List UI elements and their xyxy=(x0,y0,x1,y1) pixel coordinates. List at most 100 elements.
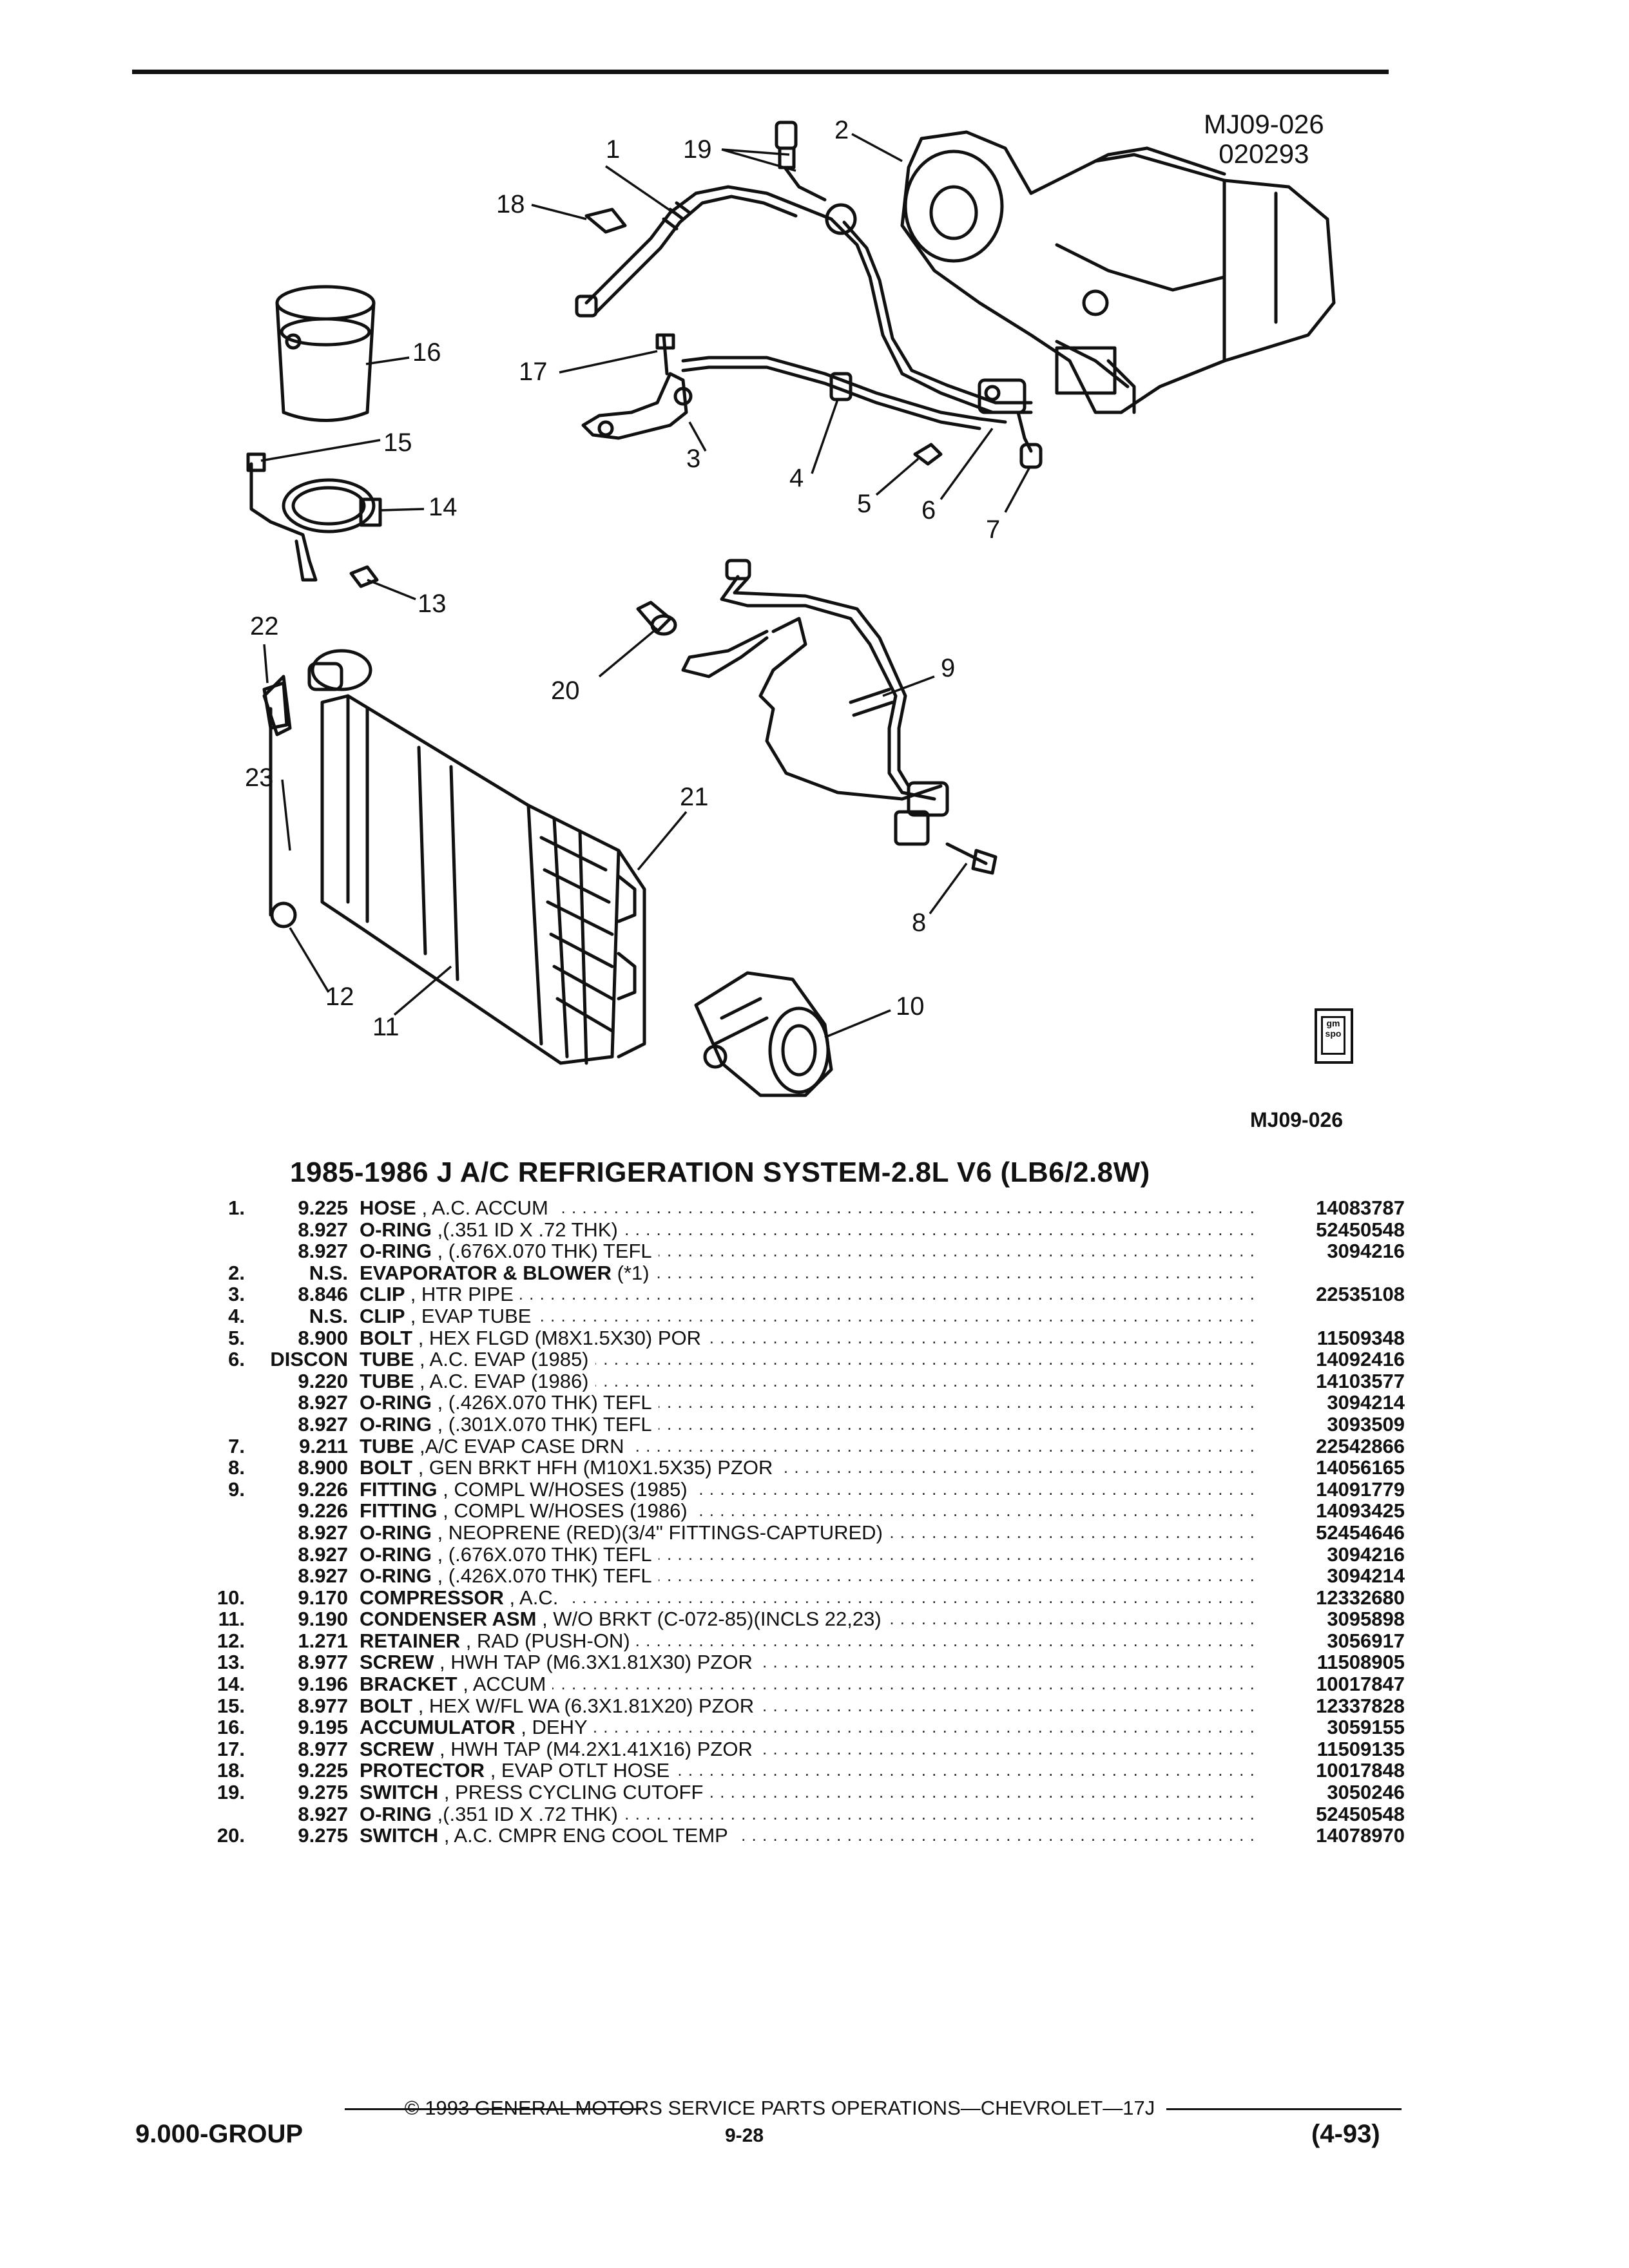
part-name: COMPRESSOR xyxy=(360,1586,504,1609)
hose-accum-drawing xyxy=(575,185,857,318)
part-detail: , COMPL W/HOSES (1985) xyxy=(443,1478,688,1501)
item-number: 7. xyxy=(228,1434,245,1457)
group-number: N.S. xyxy=(309,1304,348,1327)
part-number: 3059155 xyxy=(1327,1716,1405,1739)
item-number: 6. xyxy=(228,1348,245,1371)
fitting-hoses-drawing xyxy=(681,559,949,846)
part-number: 14093425 xyxy=(1316,1499,1405,1523)
pressure-switch-drawing xyxy=(775,120,827,202)
part-number: 14091779 xyxy=(1316,1477,1405,1501)
part-number: 14056165 xyxy=(1316,1456,1405,1479)
part-description: CLIP , EVAP TUBE xyxy=(360,1305,1254,1327)
part-detail: , A.C. CMPR ENG COOL TEMP xyxy=(443,1825,728,1847)
part-description: TUBE , A.C. EVAP (1986) xyxy=(360,1370,1254,1392)
condenser-drawing xyxy=(262,649,646,1065)
part-number: 3094214 xyxy=(1327,1391,1405,1414)
part-name: O-RING xyxy=(360,1392,432,1414)
part-detail: ,A/C EVAP CASE DRN xyxy=(419,1435,624,1457)
part-description: TUBE , A.C. EVAP (1985) xyxy=(360,1349,1254,1370)
footer-rule-right xyxy=(1166,2108,1402,2110)
part-description: TUBE ,A/C EVAP CASE DRN xyxy=(360,1435,1254,1457)
part-description: BRACKET , ACCUM xyxy=(360,1673,1254,1695)
part-detail: , PRESS CYCLING CUTOFF xyxy=(443,1782,704,1803)
callout-9: 9 xyxy=(941,654,955,682)
item-number: 8. xyxy=(228,1456,245,1479)
figure-ref-code: MJ09-026 xyxy=(1204,109,1324,139)
group-number: 8.927 xyxy=(298,1391,348,1414)
part-detail: , HEX FLGD (M8X1.5X30) POR xyxy=(418,1327,702,1349)
part-description: O-RING , (.301X.070 THK) TEFL xyxy=(360,1413,1254,1436)
part-number xyxy=(1254,1305,1405,1327)
group-number: 8.927 xyxy=(298,1542,348,1566)
part-number: 12332680 xyxy=(1316,1586,1405,1609)
part-name: BOLT xyxy=(360,1457,413,1479)
part-number: 14092416 xyxy=(1316,1348,1405,1371)
group-number: 8.846 xyxy=(298,1283,348,1306)
table-row: 6. DISCON TUBE , A.C. EVAP (1985) 14092416 xyxy=(180,1349,1405,1370)
callout-6: 6 xyxy=(921,496,936,524)
part-description: BOLT , GEN BRKT HFH (M10X1.5X35) PZOR xyxy=(360,1457,1254,1479)
item-number: 13. xyxy=(217,1651,245,1674)
part-number: 3094216 xyxy=(1327,1240,1405,1263)
part-detail: , EVAP OTLT HOSE xyxy=(490,1760,670,1782)
group-number: DISCON xyxy=(270,1348,348,1371)
footer-rule-left xyxy=(345,2108,641,2110)
part-name: ACCUMULATOR xyxy=(360,1716,516,1738)
group-number: 9.275 xyxy=(298,1824,348,1847)
item-number: 4. xyxy=(228,1304,245,1327)
item-number: 9. xyxy=(228,1477,245,1501)
part-number: 3095898 xyxy=(1327,1608,1405,1631)
part-number: 3094216 xyxy=(1327,1542,1405,1566)
part-number xyxy=(1254,1262,1405,1284)
group-number: 9.226 xyxy=(298,1477,348,1501)
part-description: HOSE , A.C. ACCUM xyxy=(360,1197,1254,1219)
part-description: SCREW , HWH TAP (M4.2X1.41X16) PZOR xyxy=(360,1738,1254,1760)
table-row: 9. 9.226 FITTING , COMPL W/HOSES (1985) 140… xyxy=(180,1479,1405,1501)
part-detail: , RAD (PUSH-ON) xyxy=(465,1629,630,1652)
part-name: BRACKET xyxy=(360,1673,458,1695)
part-name: SWITCH xyxy=(360,1782,439,1803)
callout-10: 10 xyxy=(896,992,925,1021)
part-number: 22535108 xyxy=(1316,1283,1405,1306)
callout-13: 13 xyxy=(418,590,447,618)
evaporator-blower-drawing xyxy=(900,130,1336,414)
part-detail: , (.676X.070 THK) TEFL xyxy=(437,1240,652,1262)
part-detail: , HWH TAP (M4.2X1.41X16) PZOR xyxy=(439,1738,753,1760)
part-name: SCREW xyxy=(360,1651,434,1674)
group-number: 8.927 xyxy=(298,1521,348,1544)
item-number: 14. xyxy=(217,1673,245,1696)
part-number: 3093509 xyxy=(1327,1412,1405,1436)
figure-ref-code-bottom: MJ09-026 xyxy=(1250,1108,1344,1131)
part-description: O-RING ,(.351 ID X .72 THK) xyxy=(360,1218,1254,1241)
callout-11: 11 xyxy=(372,1013,400,1041)
group-number: 9.220 xyxy=(298,1369,348,1392)
item-number: 10. xyxy=(217,1586,245,1609)
item-number: 1. xyxy=(228,1196,245,1219)
footer-revision: (4-93) xyxy=(1311,2120,1380,2148)
part-detail: , ACCUM xyxy=(463,1673,546,1695)
part-detail: , A.C. xyxy=(509,1586,559,1609)
part-description: FITTING , COMPL W/HOSES (1985) xyxy=(360,1478,1254,1501)
group-number: 9.225 xyxy=(298,1759,348,1782)
item-number: 16. xyxy=(217,1716,245,1739)
item-number: 5. xyxy=(228,1326,245,1349)
item-number: 3. xyxy=(228,1283,245,1306)
part-number: 3094214 xyxy=(1327,1564,1405,1588)
callout-18: 18 xyxy=(496,190,525,218)
part-description: BOLT , HEX W/FL WA (6.3X1.81X20) PZOR xyxy=(360,1695,1254,1717)
part-detail: ,(.351 ID X .72 THK) xyxy=(437,1803,618,1825)
